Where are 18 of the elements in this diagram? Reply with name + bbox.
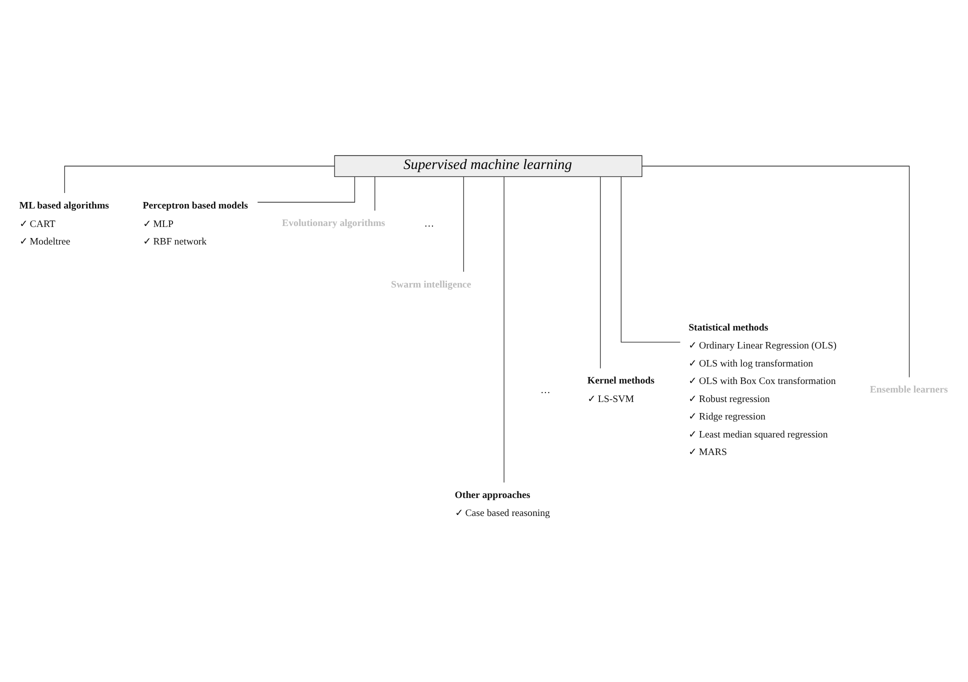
node-text: Evolutionary algorithms (282, 218, 386, 229)
node-text: Other approaches ✓ Case based reasoning (454, 489, 550, 519)
connector (374, 176, 376, 210)
node-text: Ensemble learners (870, 384, 948, 396)
node-text: Swarm intelligence (391, 278, 472, 290)
connector (642, 165, 910, 378)
node-text: Statistical methods ✓ Ordinary Linear Regression (OLS) ✓ OLS with log transformation ✓ OLS with Box Cox transformation ✓ Robust regression ✓ Ridge regression ✓ Least median squared regression ✓ MARS (688, 322, 837, 458)
connector (620, 176, 681, 342)
label: … (424, 218, 434, 230)
label: … (540, 384, 550, 396)
connector (257, 176, 356, 202)
connector (463, 176, 464, 272)
node-text: ML based algorithms ✓ CART ✓ Modeltree (19, 200, 110, 248)
connector (64, 165, 335, 193)
node-text: Perceptron based models ✓ MLP ✓ RBF network (142, 200, 248, 248)
connector (600, 176, 601, 368)
node-box: Supervised machine learning (334, 154, 642, 176)
node-text: Kernel methods ✓ LS-SVM (587, 375, 654, 404)
